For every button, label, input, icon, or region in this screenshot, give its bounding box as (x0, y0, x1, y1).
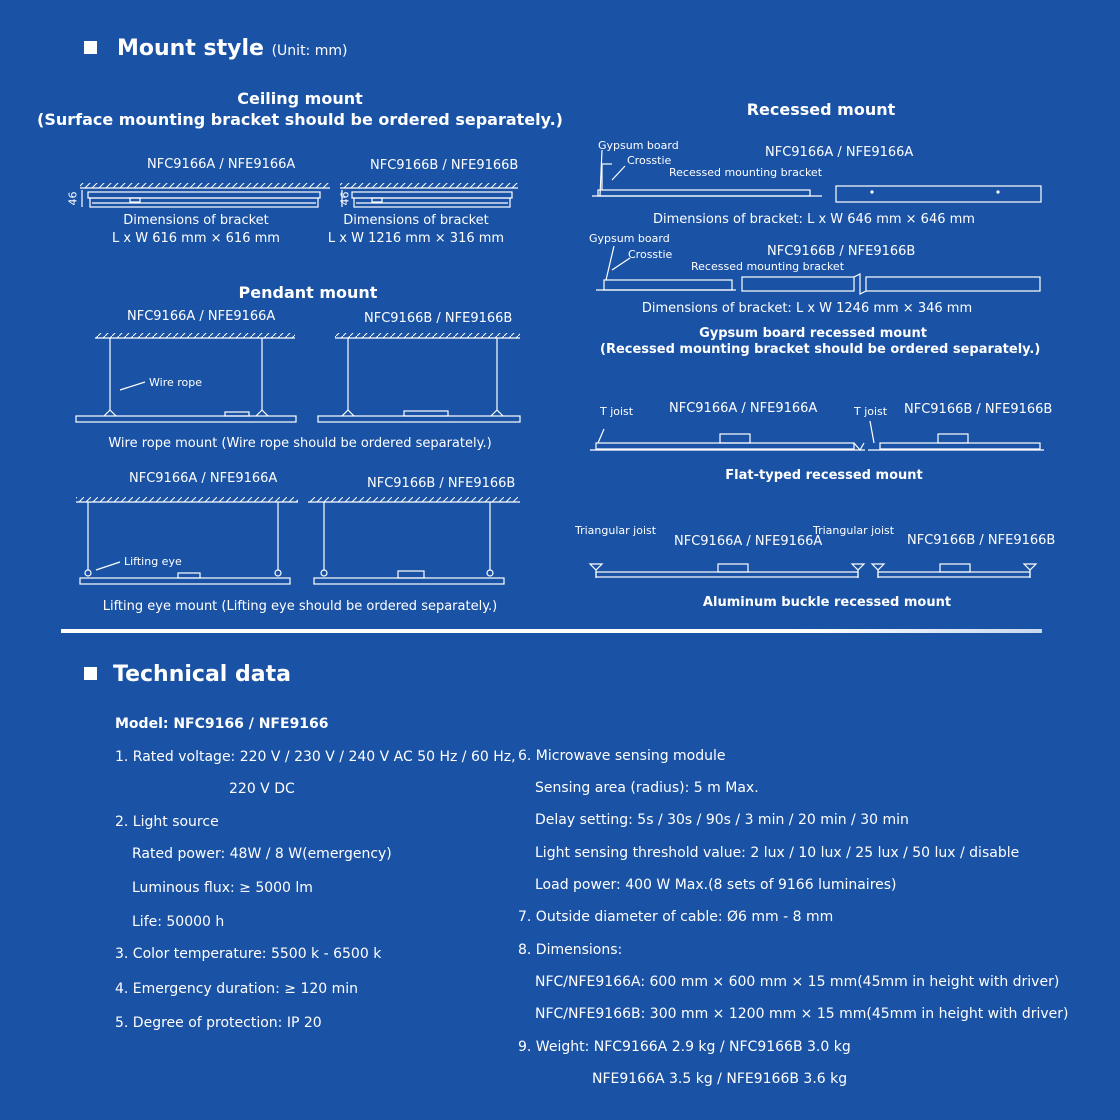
eye-model-a: NFC9166A / NFE9166A (129, 471, 278, 486)
tech-left-item: 5. Degree of protection: IP 20 (115, 1015, 322, 1031)
tech-left-item: 2. Light source (115, 814, 219, 830)
wire-rope-a-drawing (75, 333, 297, 423)
alu-model-a: NFC9166A / NFE9166A (674, 534, 823, 549)
lifting-eye-a-drawing (76, 497, 298, 585)
recessed-model-a: NFC9166A / NFE9166A (765, 145, 914, 160)
wire-model-a: NFC9166A / NFE9166A (127, 309, 276, 324)
technical-data-title: Technical data (113, 662, 291, 687)
pendant-mount-title: Pendant mount (238, 283, 378, 302)
tech-left-item: 4. Emergency duration: ≥ 120 min (115, 981, 359, 997)
tri-joist-label-b: Triangular joist (813, 524, 895, 537)
tech-right-item: 9. Weight: NFC9166A 2.9 kg / NFC9166B 3.… (518, 1039, 851, 1055)
tech-right-item: 8. Dimensions: (518, 942, 623, 958)
section-bullet (84, 41, 97, 54)
ceiling-dim-b: 46 (338, 191, 352, 206)
bracket-b-dim-line2: L x W 1216 mm × 316 mm (327, 231, 505, 246)
alu-recessed-b-drawing (870, 563, 1038, 578)
mount-style-heading: Mount style (Unit: mm) (117, 36, 347, 61)
tech-right-item: NFC/NFE9166B: 300 mm × 1200 mm × 15 mm(4… (535, 1006, 1069, 1022)
ceiling-model-b: NFC9166B / NFE9166B (370, 158, 519, 173)
gypsum-recessed-a-drawing (592, 149, 1042, 203)
alu-model-b: NFC9166B / NFE9166B (907, 533, 1056, 548)
tech-left-item: Luminous flux: ≥ 5000 lm (132, 880, 313, 896)
recessed-dim-b: Dimensions of bracket: L x W 1246 mm × 3… (641, 301, 973, 316)
tech-right-item: 7. Outside diameter of cable: Ø6 mm - 8 … (518, 909, 834, 925)
tech-right-item: Load power: 400 W Max.(8 sets of 9166 lu… (535, 877, 897, 893)
tri-joist-label-a: Triangular joist (575, 524, 657, 537)
ceiling-mount-subtitle: (Surface mounting bracket should be orde… (37, 110, 563, 129)
flat-model-a: NFC9166A / NFE9166A (669, 401, 818, 416)
flat-recessed-a-drawing (590, 428, 865, 452)
gypsum-recessed-b-drawing (596, 245, 1041, 295)
tech-right-item: Sensing area (radius): 5 m Max. (535, 780, 759, 796)
crosstie-label-a: Crosstie (627, 154, 672, 167)
alu-recessed-a-drawing (588, 563, 866, 578)
wire-model-b: NFC9166B / NFE9166B (364, 311, 513, 326)
tech-right-item: NFE9166A 3.5 kg / NFE9166B 3.6 kg (592, 1071, 848, 1087)
wire-rope-label: Wire rope (149, 376, 202, 389)
lifting-eye-label: Lifting eye (124, 555, 182, 568)
gypsum-caption-line1: Gypsum board recessed mount (699, 326, 927, 341)
gypsum-label-b: Gypsum board (589, 232, 670, 245)
bracket-label-a: Recessed mounting bracket (669, 166, 823, 179)
ceiling-mount-b-drawing (340, 183, 518, 208)
model-line: Model: NFC9166 / NFE9166 (115, 716, 329, 732)
bracket-a-dim-line1: Dimensions of bracket (123, 213, 269, 228)
crosstie-label-b: Crosstie (628, 248, 673, 261)
recessed-model-b: NFC9166B / NFE9166B (767, 244, 916, 259)
tech-right-item: Delay setting: 5s / 30s / 90s / 3 min / … (535, 812, 909, 828)
bracket-a-dim-line2: L x W 616 mm × 616 mm (112, 231, 280, 246)
tech-bullet (84, 667, 97, 680)
wire-rope-caption: Wire rope mount (Wire rope should be ord… (108, 436, 492, 451)
flat-recessed-b-drawing (868, 420, 1044, 451)
ceiling-mount-a-drawing (80, 183, 330, 208)
lifting-eye-caption: Lifting eye mount (Lifting eye should be… (102, 599, 498, 614)
gypsum-label-a: Gypsum board (598, 139, 679, 152)
bracket-b-dim-line1: Dimensions of bracket (343, 213, 489, 228)
recessed-mount-title: Recessed mount (746, 100, 896, 119)
unit-label: (Unit: mm) (271, 43, 348, 59)
tjoist-label-a: T joist (600, 405, 634, 418)
recessed-dim-a: Dimensions of bracket: L x W 646 mm × 64… (653, 212, 975, 227)
tech-left-item: Life: 50000 h (132, 914, 225, 930)
flat-model-b: NFC9166B / NFE9166B (904, 402, 1053, 417)
gypsum-caption-line2: (Recessed mounting bracket should be ord… (600, 342, 1041, 357)
section-divider (61, 629, 1042, 633)
tjoist-label-b: T joist (854, 405, 888, 418)
lifting-eye-b-drawing (308, 497, 520, 585)
wire-rope-b-drawing (317, 333, 521, 423)
flat-recessed-caption: Flat-typed recessed mount (725, 468, 923, 483)
bracket-label-b: Recessed mounting bracket (691, 260, 845, 273)
tech-left-item: Rated power: 48W / 8 W(emergency) (132, 846, 392, 862)
tech-right-item: Light sensing threshold value: 2 lux / 1… (535, 845, 1020, 861)
tech-left-item: 3. Color temperature: 5500 k - 6500 k (115, 946, 382, 962)
tech-right-item: 6. Microwave sensing module (518, 748, 726, 764)
ceiling-model-a: NFC9166A / NFE9166A (147, 157, 296, 172)
ceiling-dim-a: 46 (66, 191, 80, 206)
tech-left-item: 220 V DC (229, 781, 295, 797)
ceiling-mount-title: Ceiling mount (237, 89, 363, 108)
mount-style-title: Mount style (117, 36, 264, 61)
alu-recessed-caption: Aluminum buckle recessed mount (702, 595, 952, 610)
tech-left-item: 1. Rated voltage: 220 V / 230 V / 240 V … (115, 749, 516, 765)
eye-model-b: NFC9166B / NFE9166B (367, 476, 516, 491)
tech-right-item: NFC/NFE9166A: 600 mm × 600 mm × 15 mm(45… (535, 974, 1060, 990)
